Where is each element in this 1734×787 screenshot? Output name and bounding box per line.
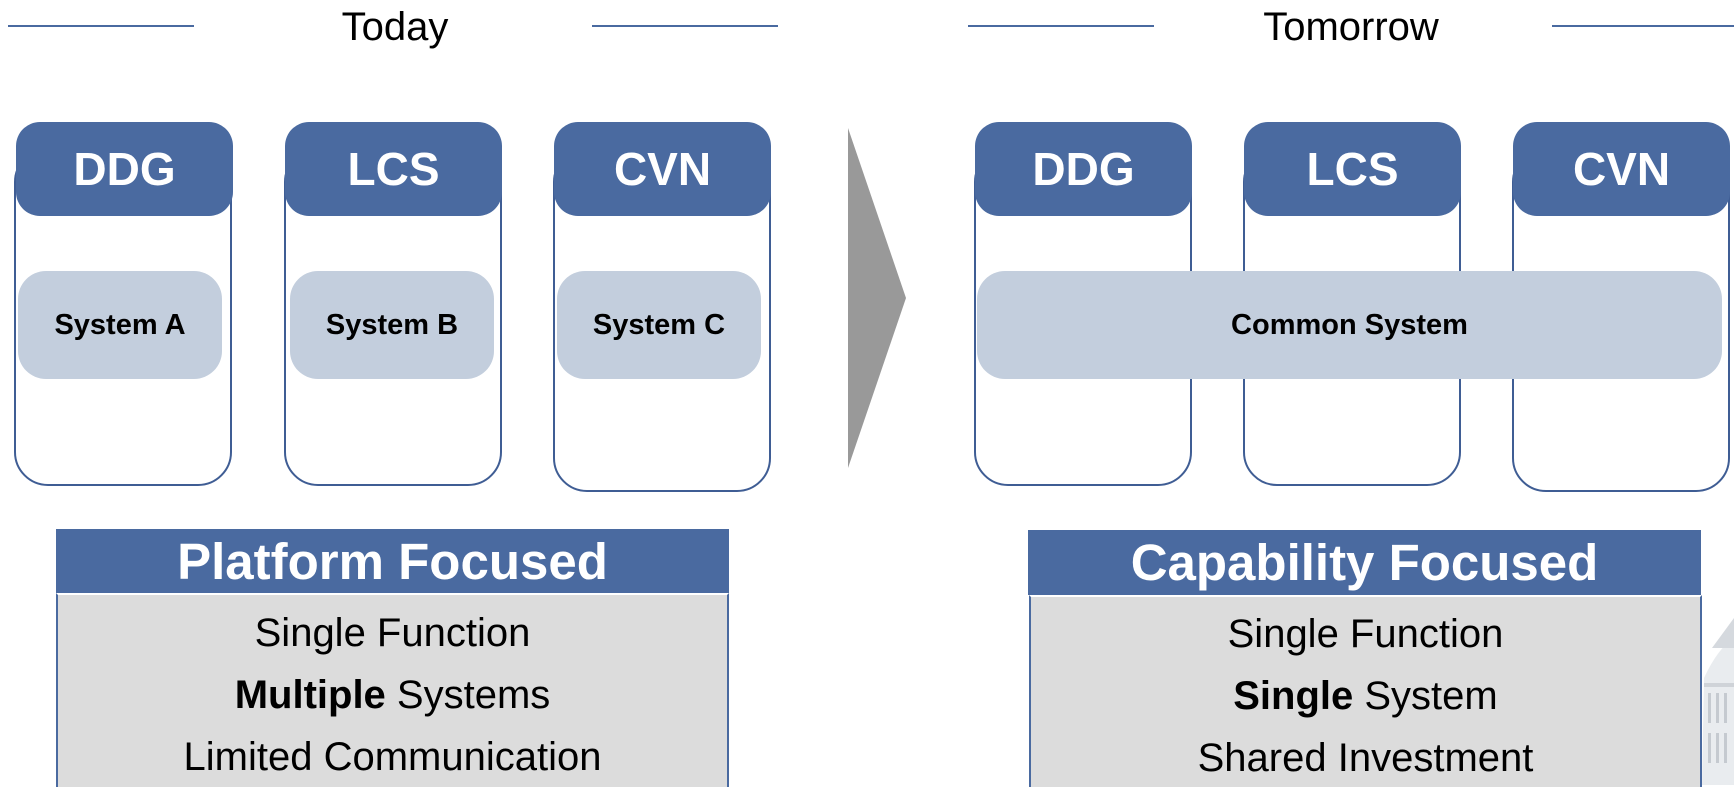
today-heading: Today xyxy=(341,5,449,49)
today-system-c-pill: System C xyxy=(557,271,761,379)
tomorrow-rule-right xyxy=(1552,25,1734,27)
building-photo-fragment xyxy=(1698,588,1734,785)
today-column-header-ddg: DDG xyxy=(16,122,233,216)
tomorrow-summary-line-2-bold: Single xyxy=(1233,674,1354,718)
today-rule-right xyxy=(592,25,778,27)
tomorrow-summary-line-1: Single Function xyxy=(1031,614,1700,654)
today-summary-line-3-text: Limited Communication xyxy=(183,735,602,779)
today-rule-left xyxy=(8,25,194,27)
today-summary-panel: Single Function Multiple Systems Limited… xyxy=(56,593,729,787)
tomorrow-summary-line-2: Single System xyxy=(1031,676,1700,716)
tomorrow-summary-line-1-text: Single Function xyxy=(1227,612,1504,656)
today-system-a-pill: System A xyxy=(18,271,222,379)
tomorrow-column-header-lcs: LCS xyxy=(1244,122,1461,216)
tomorrow-column-header-ddg: DDG xyxy=(975,122,1192,216)
today-system-b-pill: System B xyxy=(290,271,494,379)
tomorrow-column-header-cvn: CVN xyxy=(1513,122,1730,216)
tomorrow-common-system-pill: Common System xyxy=(977,271,1722,379)
transition-arrow-icon xyxy=(848,128,906,468)
tomorrow-summary-line-3: Shared Investment xyxy=(1031,738,1700,778)
today-column-header-cvn: CVN xyxy=(554,122,771,216)
tomorrow-summary-line-3-text: Shared Investment xyxy=(1197,736,1534,780)
today-summary-line-2-bold: Multiple xyxy=(234,673,386,717)
tomorrow-heading: Tomorrow xyxy=(1263,5,1439,49)
today-column-header-lcs: LCS xyxy=(285,122,502,216)
today-summary-line-1: Single Function xyxy=(58,613,727,653)
today-summary-line-2-text: Systems xyxy=(385,673,551,717)
today-summary-line-1-text: Single Function xyxy=(254,611,531,655)
tomorrow-summary-title: Capability Focused xyxy=(1028,530,1701,595)
tomorrow-summary-line-2-text: System xyxy=(1353,674,1498,718)
today-summary-line-2: Multiple Systems xyxy=(58,675,727,715)
tomorrow-rule-left xyxy=(968,25,1154,27)
today-summary-line-3: Limited Communication xyxy=(58,737,727,777)
tomorrow-summary-panel: Single Function Single System Shared Inv… xyxy=(1029,595,1702,787)
today-summary-title: Platform Focused xyxy=(56,529,729,593)
